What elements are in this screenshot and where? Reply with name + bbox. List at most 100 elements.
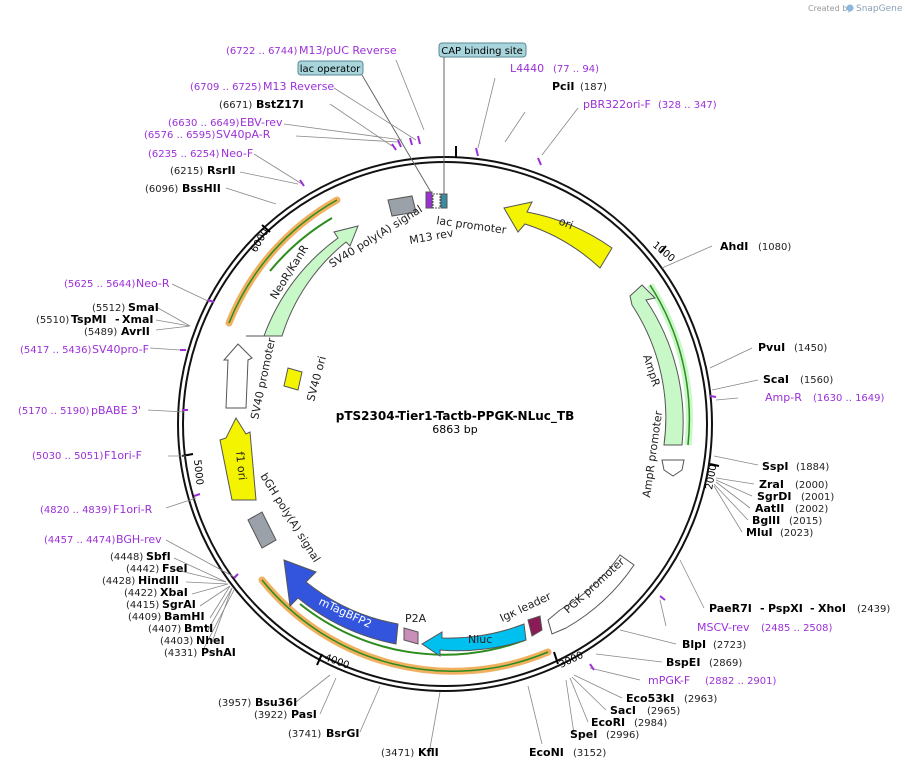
- site-name[interactable]: BglII: [752, 514, 780, 527]
- site-name[interactable]: SspI: [762, 460, 788, 473]
- feature-lac-promoter[interactable]: [432, 193, 441, 209]
- site-name[interactable]: BmtI: [184, 622, 213, 635]
- site-pos: (5510): [36, 315, 69, 326]
- tick-label-1000: 1000: [650, 240, 677, 265]
- backbone-inner-strand: [182, 161, 708, 687]
- site-name[interactable]: AvrII: [121, 325, 150, 338]
- site-name[interactable]: BssHII: [182, 182, 221, 195]
- feature-ori[interactable]: [503, 201, 613, 269]
- site-name[interactable]: SbfI: [146, 550, 171, 563]
- site-name[interactable]: EcoRI: [591, 716, 625, 729]
- primer-pos: (5030 .. 5051): [32, 451, 104, 462]
- snapgene-logo-icon: [846, 4, 854, 12]
- feature-nluc[interactable]: [421, 623, 527, 657]
- site-name[interactable]: SpeI: [570, 728, 597, 741]
- site-name[interactable]: AhdI: [720, 240, 748, 253]
- site-name[interactable]: AatII: [755, 502, 784, 515]
- primer-name[interactable]: BGH-rev: [116, 533, 162, 546]
- site-name[interactable]: Eco53kI: [626, 692, 674, 705]
- site-name[interactable]: Bsu36I: [255, 696, 297, 709]
- lac-operator-label: lac operator: [300, 64, 361, 75]
- site-name[interactable]: HindIII: [138, 574, 179, 587]
- site-pos: (4428): [102, 576, 135, 587]
- site-name[interactable]: PspXI: [768, 602, 803, 615]
- primer-name[interactable]: L4440: [510, 62, 544, 75]
- site-pos: (3922): [254, 710, 287, 721]
- feature-f1-ori[interactable]: [219, 416, 257, 501]
- site-name[interactable]: PvuI: [758, 341, 785, 354]
- lac-operator-box[interactable]: [297, 60, 364, 76]
- primer-name[interactable]: Neo-F: [221, 147, 253, 160]
- primer-name[interactable]: SV40pro-F: [92, 343, 149, 356]
- site-pos: (1450): [794, 343, 827, 354]
- primer-pos: (6630 .. 6649): [168, 118, 240, 129]
- primer-name[interactable]: F1ori-F: [104, 449, 142, 462]
- site-name[interactable]: BlpI: [682, 638, 706, 651]
- site-name[interactable]: BamHI: [164, 610, 205, 623]
- feature-bgh-polya[interactable]: [247, 511, 277, 549]
- site-name[interactable]: SmaI: [128, 301, 159, 314]
- cap-binding-site-label: CAP binding site: [441, 46, 523, 57]
- site-name[interactable]: BsrGI: [326, 727, 359, 740]
- feature-ampr-promoter[interactable]: [661, 459, 685, 477]
- site-name[interactable]: PasI: [291, 708, 317, 721]
- site-name[interactable]: PciI: [552, 80, 574, 93]
- feature-p2a[interactable]: [403, 627, 419, 645]
- site-pos: (2023): [780, 528, 813, 539]
- site-name[interactable]: XhoI: [818, 602, 846, 615]
- primer-pos: (2882 .. 2901): [705, 676, 777, 687]
- site-name[interactable]: KflI: [418, 746, 439, 759]
- primer-name[interactable]: mPGK-F: [648, 674, 690, 687]
- site-name[interactable]: SacI: [610, 704, 636, 717]
- site-name[interactable]: NheI: [196, 634, 225, 647]
- primer-pos: (6576 .. 6595): [144, 130, 216, 141]
- site-name[interactable]: EcoNI: [529, 746, 564, 759]
- site-pos: (1884): [796, 462, 829, 473]
- feature-pgk-promoter[interactable]: [547, 554, 635, 635]
- site-name[interactable]: SgrAI: [162, 598, 196, 611]
- site-pos: (3152): [573, 748, 606, 759]
- site-name[interactable]: ZraI: [759, 478, 784, 491]
- feature-label-bgh-polya: bGH poly(A) signal: [257, 471, 322, 565]
- site-name[interactable]: XbaI: [160, 586, 188, 599]
- tick-marks: [181, 146, 720, 666]
- feature-neor-kanr[interactable]: [246, 225, 359, 337]
- site-name[interactable]: PaeR7I: [709, 602, 752, 615]
- primer-name[interactable]: M13/pUC Reverse: [299, 44, 397, 57]
- primer-name[interactable]: M13 Reverse: [263, 80, 334, 93]
- cap-binding-site-box[interactable]: [438, 42, 527, 58]
- primer-name[interactable]: Neo-R: [136, 277, 170, 290]
- site-name[interactable]: XmaI: [122, 313, 153, 326]
- site-name[interactable]: SgrDI: [757, 490, 791, 503]
- feature-cap-binding[interactable]: [440, 193, 448, 209]
- primer-pos: (6235 .. 6254): [148, 149, 220, 160]
- primer-pos: (5417 .. 5436): [20, 345, 92, 356]
- site-name[interactable]: BstZ17I: [256, 98, 304, 111]
- feature-sv40-ori[interactable]: [283, 367, 303, 391]
- tick-3000: [553, 651, 559, 665]
- primer-name[interactable]: SV40pA-R: [216, 128, 271, 141]
- site-name[interactable]: PshAI: [201, 646, 236, 659]
- primer-name[interactable]: EBV-rev: [240, 116, 283, 129]
- primer-name[interactable]: F1ori-R: [113, 503, 153, 516]
- primer-name[interactable]: Amp-R: [765, 391, 802, 404]
- primer-pos: (4820 .. 4839): [40, 505, 112, 516]
- feature-sv40-promoter[interactable]: [222, 343, 253, 409]
- site-name[interactable]: FseI: [162, 562, 188, 575]
- feature-igk-leader[interactable]: [527, 615, 543, 637]
- primer-name[interactable]: MSCV-rev: [697, 621, 750, 634]
- site-name[interactable]: BspEI: [666, 656, 700, 669]
- feature-m13-rev[interactable]: [425, 191, 433, 209]
- site-pos: (6671): [219, 100, 252, 111]
- site-name[interactable]: ScaI: [763, 373, 789, 386]
- primer-name[interactable]: pBABE 3': [91, 404, 141, 417]
- site-name[interactable]: MluI: [746, 526, 773, 539]
- feature-mtagbfp2[interactable]: [283, 559, 399, 645]
- site-name[interactable]: RsrII: [207, 164, 236, 177]
- site-pos: (2984): [634, 718, 667, 729]
- feature-ampr[interactable]: [629, 284, 684, 446]
- site-name[interactable]: TspMI: [71, 313, 107, 326]
- tick-1000: [659, 245, 667, 254]
- feature-sv40-polya[interactable]: [387, 195, 417, 217]
- primer-name[interactable]: pBR322ori-F: [583, 98, 651, 111]
